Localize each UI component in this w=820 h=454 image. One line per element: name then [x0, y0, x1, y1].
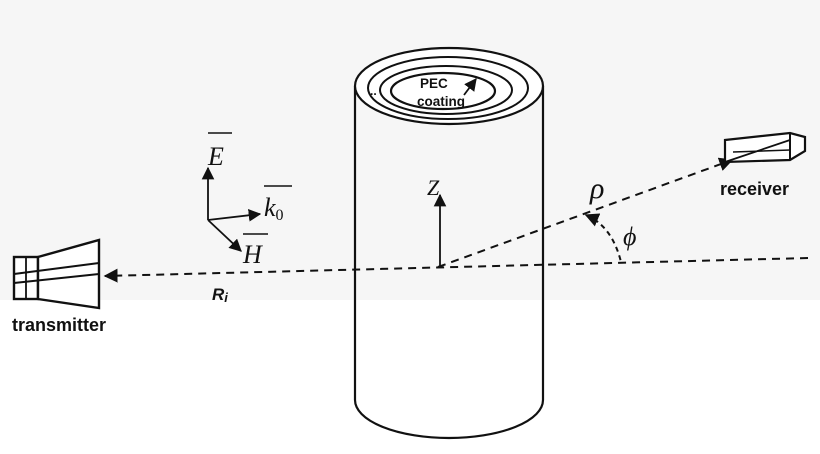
- k-label: k0: [264, 193, 284, 224]
- field-triad: E k0 H: [201, 132, 292, 269]
- transmitter-horn: [36, 238, 101, 310]
- transmitter-antenna: [12, 238, 101, 310]
- coating-ring-2: [379, 65, 513, 115]
- pec-core-ellipse: [389, 71, 497, 111]
- z-label: Z: [427, 175, 440, 200]
- cylinder: .. PEC coating: [353, 46, 545, 440]
- cylinder-body-lower: [355, 300, 543, 400]
- phi-label: ϕ: [623, 222, 636, 251]
- coating-label: coating: [417, 94, 465, 109]
- receiver-inner-line-2: [732, 149, 791, 153]
- cylinder-bottom-arc: [353, 399, 545, 440]
- pec-label: PEC: [420, 76, 448, 91]
- incident-line: [103, 257, 809, 283]
- transmitter-label: transmitter: [12, 315, 106, 335]
- k-arrow: [207, 209, 262, 222]
- phi-arc: [584, 213, 622, 263]
- ri-label: Ri: [212, 285, 228, 305]
- receiver-antenna: [723, 131, 807, 164]
- radius-arrow: [463, 77, 477, 96]
- rho-label: ρ: [589, 172, 604, 205]
- coating-ring-1: [367, 56, 529, 120]
- e-label: E: [207, 142, 224, 171]
- h-label: H: [242, 240, 263, 269]
- cylinder-top-ellipse: [353, 46, 545, 126]
- h-arrow: [207, 219, 242, 252]
- transmitter-inner-line-2: [13, 273, 100, 284]
- coating-dots: ..: [370, 84, 377, 98]
- transmitter-inner-line-1: [13, 262, 100, 275]
- receiver-label: receiver: [720, 179, 789, 199]
